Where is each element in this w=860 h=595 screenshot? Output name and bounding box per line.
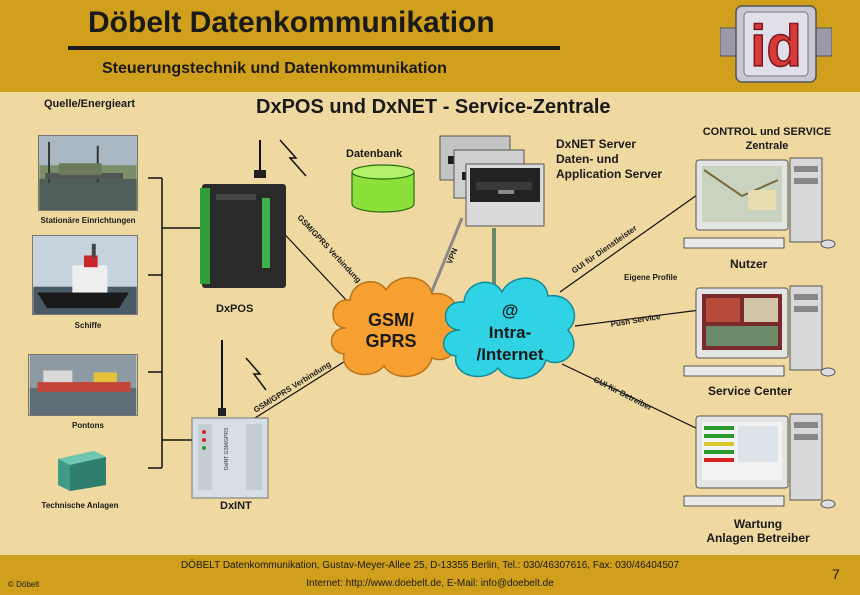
server-label-line3: Application Server [556,167,663,181]
internet-cloud [443,277,576,380]
footer-address: DÖBELT Datenkommunikation, Gustav-Meyer-… [180,560,680,571]
wartung-label-line1: Wartung [733,517,783,531]
internet-line1: @ [501,301,519,320]
dxpos-device [200,140,286,288]
source-label-technical: Technische Anlagen [41,501,119,510]
wartung-label: Wartung Anlagen Betreiber [688,517,828,545]
dxpos-label: DxPOS [216,303,254,315]
computer-service-center [683,285,836,377]
computer-nutzer [683,157,836,249]
internet-line3: /Internet [476,345,544,364]
internet-line2: Intra- [488,323,532,342]
server-label: DxNET Server Daten- und Application Serv… [556,137,662,182]
database-label: Datenbank [346,148,403,160]
company-title: Döbelt Datenkommunikation [88,6,495,39]
gsm-gprs-line2: GPRS [365,331,417,351]
computer-wartung [683,413,836,509]
logo-text: id [750,14,802,79]
connection-label-eigene-profile: Eigene Profile [624,273,678,282]
diagram-title: DxPOS und DxNET - Service-Zentrale [256,96,611,118]
internet-text: @ Intra- /Internet [452,300,568,366]
dxint-device: DxINT GSM/GPRS [191,340,269,499]
database-cylinder [351,164,415,213]
technical-plant-image [58,451,106,491]
footer-copyright: © Döbelt [8,580,40,589]
control-service-heading: CONTROL und SERVICE Zentrale [680,125,854,153]
footer-contact: Internet: http://www.doebelt.de, E-Mail:… [306,578,554,589]
pontoon-photo [28,354,138,416]
stationary-photo [38,135,138,211]
control-service-heading-line2: Zentrale [745,140,789,152]
ship-photo [32,235,138,315]
company-logo: id [720,5,832,83]
page-number: 7 [832,566,840,582]
server-stack [439,135,545,227]
dxint-panel-text: DxINT GSM/GPRS [224,427,230,470]
company-subtitle: Steuerungstechnik und Datenkommunikation [102,60,447,77]
server-label-line1: DxNET Server [556,137,637,151]
control-service-heading-line1: CONTROL und SERVICE [702,126,832,138]
source-heading: Quelle/Energieart [44,98,136,110]
dxint-label: DxINT [220,500,252,512]
title-underline [68,46,560,50]
source-label-stationary: Stationäre Einrichtungen [40,216,136,225]
service-center-label: Service Center [708,384,793,398]
source-label-ship: Schiffe [74,321,102,330]
source-label-pontoon: Pontons [72,421,104,430]
gsm-gprs-line1: GSM/ [367,310,414,330]
server-label-line2: Daten- und [556,152,619,166]
gsm-gprs-text: GSM/ GPRS [336,310,446,352]
nutzer-label: Nutzer [730,257,768,271]
wartung-label-line2: Anlagen Betreiber [706,531,810,545]
footer-band [0,555,860,595]
